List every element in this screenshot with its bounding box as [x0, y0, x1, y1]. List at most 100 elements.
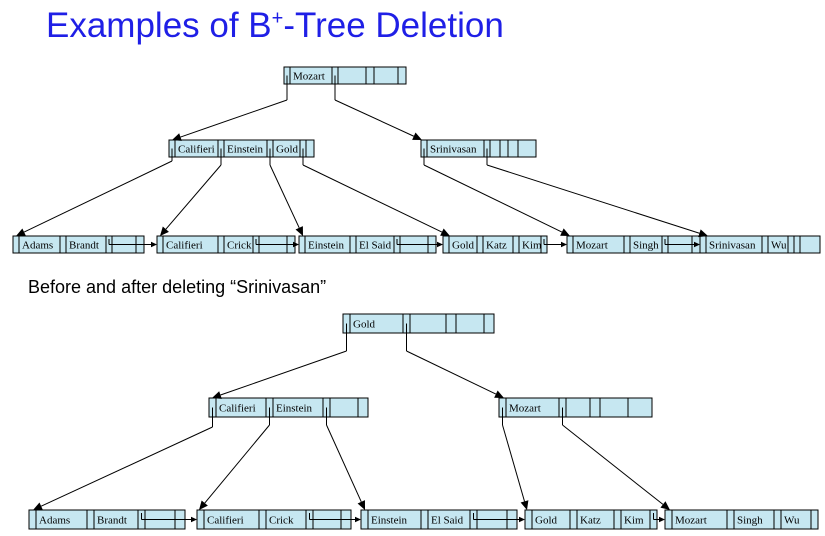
leaf-node-2-key-1: El Said	[359, 240, 392, 252]
leaf-node-3-pointer-2	[613, 509, 622, 530]
root-node-empty-slot-0	[337, 66, 367, 85]
internal-edge-4	[423, 164, 570, 236]
root-node: Gold	[342, 313, 495, 334]
root-node-empty-slot-3	[483, 313, 495, 334]
leaf-node-5-empty-slot-0	[793, 235, 801, 254]
leaf-node-0-pointer-0	[12, 235, 20, 254]
internal-node-0-key-0: Califieri	[178, 144, 215, 156]
leaf-node-3-pointer-1	[569, 509, 578, 530]
internal-edge-2	[269, 164, 303, 236]
root-node-empty-slot-1	[445, 313, 457, 334]
internal-node-0-key-1: Einstein	[227, 144, 264, 156]
leaf-node-5-key-1: Wu	[771, 240, 787, 252]
internal-edge-3	[302, 164, 450, 236]
leaf-node-1-key-0: Califieri	[207, 515, 244, 527]
internal-edge-1	[160, 164, 222, 236]
leaf-link-2	[397, 241, 443, 248]
root-node-empty-slot-1	[365, 66, 375, 85]
root-edge-1	[406, 350, 504, 398]
title-main: Examples of B	[46, 6, 272, 45]
leaf-node-4-key-1: Singh	[737, 515, 763, 527]
internal-node-1-key-0: Mozart	[509, 403, 541, 415]
internal-edge-3	[502, 424, 529, 510]
internal-edge-0	[33, 426, 213, 510]
internal-edge-4	[562, 424, 670, 510]
leaf-link-3	[544, 241, 567, 248]
leaf-link-4	[665, 241, 700, 248]
leaf-node-2-pointer-1	[349, 235, 357, 254]
root-node: Mozart	[283, 66, 407, 85]
leaf-node-3-key-1: Katz	[580, 515, 601, 527]
leaf-node-4-pointer-0	[664, 509, 673, 530]
internal-node-0-key-2: Gold	[276, 144, 299, 156]
leaf-node-5: Srinivasan Wu	[699, 235, 821, 254]
root-node-empty-slot-3	[397, 66, 407, 85]
leaf-node-1-key-1: Crick	[227, 240, 252, 252]
leaf-node-4-pointer-1	[726, 509, 735, 530]
leaf-link-1	[309, 516, 361, 523]
root-node-empty-slot-2	[373, 66, 399, 85]
leaf-node-2-key-0: Einstein	[371, 515, 408, 527]
internal-node-0-empty-slot-0	[329, 397, 359, 418]
leaf-node-2-pointer-0	[360, 509, 369, 530]
leaf-node-4-key-0: Mozart	[576, 240, 608, 252]
leaf-node-4-key-1: Singh	[633, 240, 659, 252]
leaf-node-3-pointer-0	[442, 235, 450, 254]
leaf-node-0-key-1: Brandt	[97, 515, 127, 527]
leaf-node-0-pointer-0	[28, 509, 37, 530]
leaf-node-4-pointer-2	[773, 509, 782, 530]
title-tail: -Tree Deletion	[283, 6, 504, 45]
root-node-empty-slot-2	[455, 313, 485, 334]
leaf-node-4-key-0: Mozart	[675, 515, 707, 527]
leaf-link-0	[109, 241, 157, 248]
leaf-node-4-pointer-0	[566, 235, 574, 254]
leaf-node-2-key-0: Einstein	[308, 240, 345, 252]
internal-node-1: Srinivasan	[420, 139, 537, 158]
leaf-node-0-key-0: Adams	[39, 515, 70, 527]
internal-node-1-empty-slot-1	[589, 397, 601, 418]
leaf-node-1-pointer-0	[196, 509, 205, 530]
leaf-node-3-pointer-2	[512, 235, 520, 254]
leaf-node-0-key-0: Adams	[22, 240, 53, 252]
internal-node-0-key-0: Califieri	[219, 403, 256, 415]
root-edge-0	[172, 99, 288, 141]
leaf-link-2	[473, 516, 525, 523]
leaf-node-5-key-0: Srinivasan	[709, 240, 756, 252]
root-node-key-0: Gold	[353, 319, 376, 331]
leaf-node-3: Gold Katz Kim	[524, 509, 658, 530]
root-node-empty-slot-0	[409, 313, 447, 334]
internal-node-1: Mozart	[498, 397, 653, 418]
internal-node-1-empty-slot-2	[507, 139, 519, 158]
internal-edge-1	[199, 424, 270, 510]
leaf-node-4-pointer-last	[810, 509, 819, 530]
leaf-node-5-pointer-last	[787, 235, 795, 254]
root-node-key-0: Mozart	[293, 71, 325, 83]
leaf-node-2-pointer-1	[420, 509, 429, 530]
leaf-node-2-key-1: El Said	[431, 515, 464, 527]
internal-node-1-empty-slot-3	[517, 139, 537, 158]
leaf-link-0	[141, 516, 197, 523]
leaf-node-3-pointer-0	[524, 509, 533, 530]
leaf-node-3-key-2: Kim	[522, 240, 542, 252]
leaf-node-1-pointer-1	[217, 235, 225, 254]
leaf-node-1-pointer-1	[258, 509, 267, 530]
leaf-node-3-key-0: Gold	[535, 515, 558, 527]
leaf-node-2-pointer-0	[298, 235, 306, 254]
leaf-node-1-key-1: Crick	[269, 515, 294, 527]
internal-node-1-key-0: Srinivasan	[430, 144, 477, 156]
internal-node-1-empty-slot-3	[627, 397, 653, 418]
leaf-node-0-key-1: Brandt	[69, 240, 99, 252]
caption: Before and after deleting “Srinivasan”	[28, 277, 327, 297]
slide-title: Examples of B+-Tree Deletion	[46, 6, 504, 46]
internal-node-0: Califieri Einstein Gold	[168, 139, 315, 158]
internal-edge-2	[326, 424, 365, 510]
root-edge-0	[212, 350, 347, 399]
leaf-node-3-key-2: Kim	[624, 515, 644, 527]
leaf-node-5-pointer-0	[699, 235, 707, 254]
leaf-link-1	[256, 241, 299, 248]
leaf-node-0-pointer-1	[86, 509, 95, 530]
